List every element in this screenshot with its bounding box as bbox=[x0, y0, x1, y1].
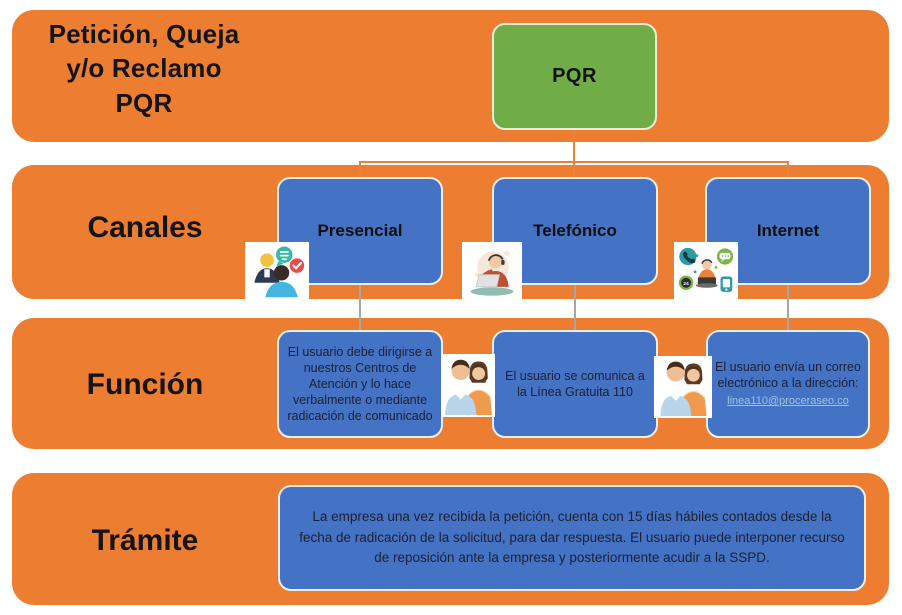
tramite-text: La empresa una vez recibida la petición,… bbox=[299, 508, 845, 566]
email-link[interactable]: linea110@proceraseo.co bbox=[727, 395, 849, 408]
connector-drop-internet bbox=[787, 161, 789, 178]
title-line-1: Petición, Queja bbox=[48, 19, 240, 49]
online-support-icon: 24 bbox=[678, 247, 734, 292]
funcion-text-presencial: El usuario debe dirigirse a nuestros Cen… bbox=[287, 345, 433, 423]
pqr-root-label: PQR bbox=[552, 65, 597, 87]
header-band bbox=[12, 10, 889, 142]
title-line-2: y/o Reclamo bbox=[66, 53, 222, 84]
channel-node-telefonico: Telefónico bbox=[492, 177, 658, 285]
users-pair-icon bbox=[444, 359, 492, 415]
channel-label-internet: Internet bbox=[756, 221, 820, 240]
users-pair-icon-tile-left bbox=[441, 354, 495, 417]
title-line-3: PQR bbox=[115, 87, 173, 118]
people-talking-icon bbox=[254, 246, 305, 298]
connector-telefonico-funcion bbox=[574, 285, 576, 331]
connector-presencial-funcion bbox=[359, 285, 361, 331]
svg-text:24: 24 bbox=[683, 281, 689, 287]
users-pair-icon-tile-right bbox=[654, 356, 712, 418]
funcion-node-presencial: El usuario debe dirigirse a nuestros Cen… bbox=[277, 330, 443, 438]
channel-label-presencial: Presencial bbox=[317, 221, 403, 240]
row-label-tramite: Trámite bbox=[91, 524, 199, 557]
connector-root-stem bbox=[573, 130, 575, 163]
telefonico-icon-tile bbox=[462, 242, 522, 300]
funcion-node-telefonico: El usuario se comunica a la Línea Gratui… bbox=[492, 330, 658, 438]
row-label-canales: Canales bbox=[87, 211, 203, 244]
pqr-root-node: PQR bbox=[492, 23, 657, 130]
call-center-agent-icon bbox=[470, 250, 514, 296]
users-pair-icon bbox=[660, 361, 707, 416]
funcion-node-internet: El usuario envía un correo electrónico a… bbox=[706, 330, 870, 438]
presencial-icon-tile bbox=[245, 242, 309, 300]
diagram-title: Petición, Queja y/o Reclamo PQR bbox=[18, 17, 270, 120]
internet-icon-tile: 24 bbox=[674, 242, 738, 300]
funcion-text-internet: El usuario envía un correo electrónico a… bbox=[715, 360, 861, 391]
funcion-text-telefonico: El usuario se comunica a la Línea Gratui… bbox=[505, 369, 645, 399]
channel-label-telefonico: Telefónico bbox=[533, 221, 617, 240]
connector-internet-funcion bbox=[787, 285, 789, 331]
connector-drop-telefonico bbox=[573, 161, 575, 178]
tramite-node: La empresa una vez recibida la petición,… bbox=[278, 485, 866, 591]
row-label-funcion: Función bbox=[86, 368, 204, 401]
connector-drop-presencial bbox=[359, 161, 361, 178]
